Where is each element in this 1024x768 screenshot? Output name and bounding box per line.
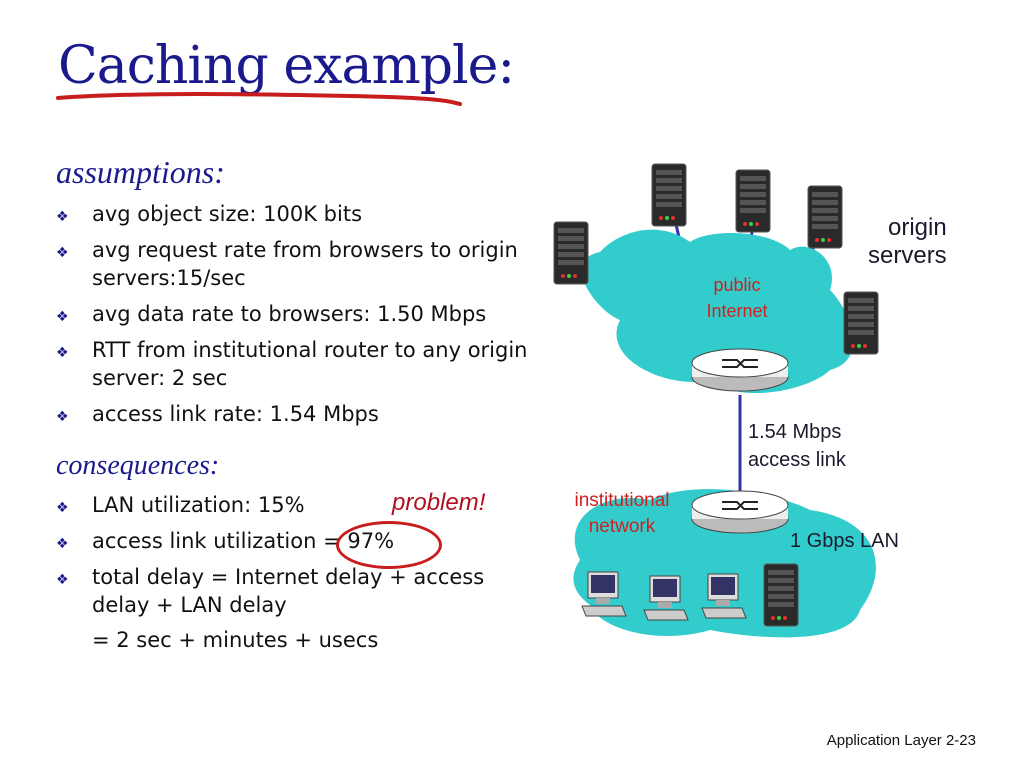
server-icon — [763, 563, 799, 627]
public-internet-cloud — [581, 229, 854, 394]
institutional-router-icon — [691, 490, 789, 534]
consequences-list: ❖LAN utilization: 15% ❖access link utili… — [52, 491, 532, 627]
institutional-network-cloud — [573, 489, 876, 638]
list-item: ❖avg data rate to browsers: 1.50 Mbps — [52, 300, 532, 328]
problem-label: problem! — [392, 489, 486, 516]
highlight-circle — [336, 521, 442, 569]
diamond-bullet-icon: ❖ — [56, 409, 69, 425]
diamond-bullet-icon: ❖ — [56, 345, 69, 361]
server-icon — [843, 291, 879, 355]
server-icon — [807, 185, 843, 249]
title-underline — [56, 92, 462, 106]
diamond-bullet-icon: ❖ — [56, 309, 69, 325]
delay-continuation: = 2 sec + minutes + usecs — [92, 628, 379, 652]
assumptions-heading: assumptions: — [56, 154, 225, 190]
list-item: ❖total delay = Internet delay + access d… — [56, 565, 485, 617]
diamond-bullet-icon: ❖ — [56, 500, 69, 516]
server-icon — [651, 163, 687, 227]
list-item: ❖avg request rate from browsers to origi… — [56, 238, 518, 290]
public-internet-label: public Internet — [706, 275, 768, 321]
consequences-heading: consequences: — [56, 450, 220, 481]
diamond-bullet-icon: ❖ — [56, 245, 69, 261]
footer-text: Application Layer — [826, 732, 942, 749]
list-item: ❖access link utilization = 97% — [52, 527, 532, 555]
list-item: ❖access link rate: 1.54 Mbps — [52, 400, 532, 428]
diamond-bullet-icon: ❖ — [56, 536, 69, 552]
origin-servers-label: origin servers — [868, 214, 947, 269]
lan-label: 1 Gbps LAN — [790, 530, 899, 552]
list-item: ❖avg object size: 100K bits — [52, 200, 532, 228]
list-item: ❖RTT from institutional router to any or… — [56, 338, 528, 390]
server-icon — [553, 221, 589, 285]
access-link-label: 1.54 Mbps access link — [748, 421, 846, 471]
diamond-bullet-icon: ❖ — [56, 209, 69, 225]
page-number: 2-23 — [945, 732, 976, 749]
diamond-bullet-icon: ❖ — [56, 572, 69, 588]
list-item: ❖LAN utilization: 15% — [52, 491, 532, 519]
server-icon — [735, 169, 771, 233]
footer: Application Layer 2-23 — [827, 732, 976, 749]
internet-router-icon — [691, 348, 789, 392]
assumptions-list: ❖avg object size: 100K bits ❖avg request… — [52, 200, 532, 436]
institutional-network-label: institutional network — [574, 490, 670, 537]
slide-title: Caching example: — [58, 36, 515, 96]
network-diagram — [553, 163, 879, 638]
